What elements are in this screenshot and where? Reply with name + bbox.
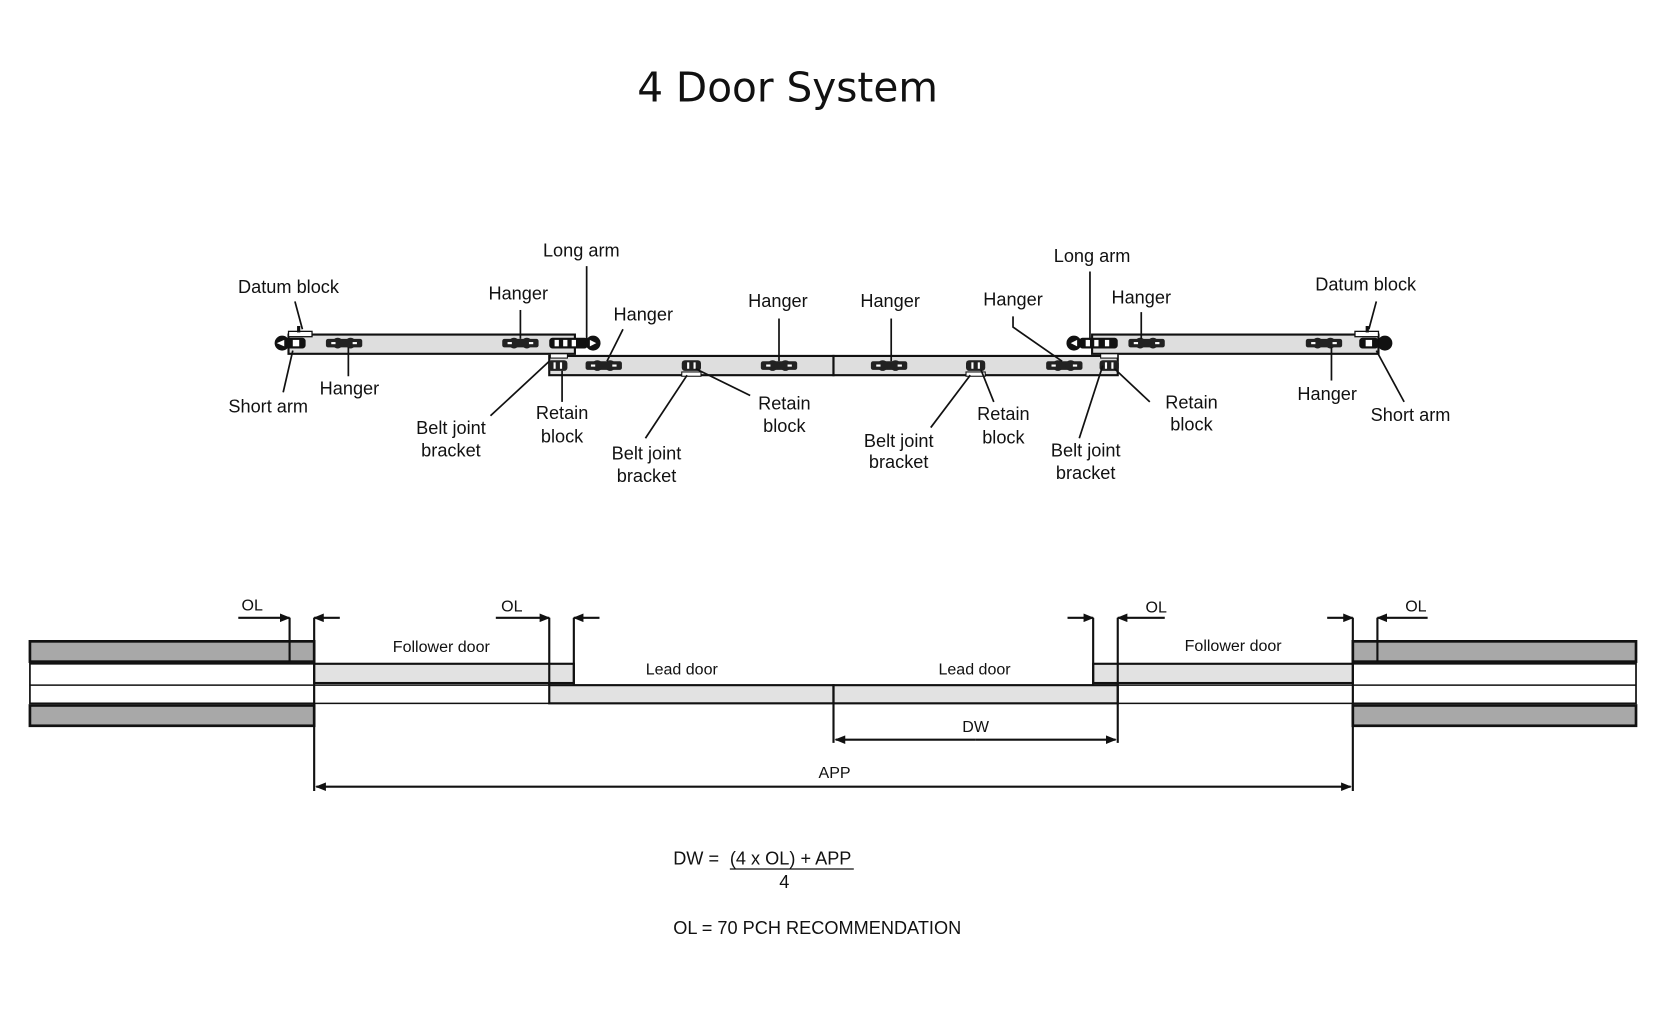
label-lead-door-right: Lead door xyxy=(938,660,1011,678)
belt-joint-bracket-icon xyxy=(1100,353,1119,359)
datum-block-left-icon xyxy=(287,326,313,338)
label-short-arm-left: Short arm xyxy=(228,397,308,417)
wall-right-bottom xyxy=(1351,704,1638,728)
label-hanger: Hanger xyxy=(860,291,920,311)
label-long-arm-right: Long arm xyxy=(1054,246,1131,266)
label-belt-joint-line1: Belt joint xyxy=(612,444,682,464)
label-hanger: Hanger xyxy=(614,305,674,325)
lead-door-right xyxy=(832,684,1119,705)
long-arm-right-icon xyxy=(1066,335,1118,351)
wall-left-top xyxy=(28,639,316,663)
label-datum-block-left: Datum block xyxy=(238,277,340,297)
page-title: 4 Door System xyxy=(637,64,938,112)
label-hanger: Hanger xyxy=(488,283,548,303)
label-dw: DW xyxy=(962,718,990,736)
datum-block-right-icon xyxy=(1354,326,1380,338)
label-hanger: Hanger xyxy=(1297,384,1357,404)
hanger-icon xyxy=(585,360,622,371)
label-retain-block-line2: block xyxy=(1170,415,1213,435)
label-retain-block-line2: block xyxy=(763,416,806,436)
label-long-arm-left: Long arm xyxy=(543,241,620,261)
label-belt-joint-line1: Belt joint xyxy=(416,418,486,438)
wall-left-bottom xyxy=(28,704,316,728)
label-ol: OL xyxy=(501,597,522,615)
retain-block-icon xyxy=(548,360,568,371)
label-hanger: Hanger xyxy=(748,291,808,311)
label-ol: OL xyxy=(1405,597,1426,615)
belt-joint-bracket-icon xyxy=(681,371,702,377)
lead-door-left xyxy=(548,684,835,705)
formula: DW = (4 x OL) + APP 4 OL = 70 PCH RECOMM… xyxy=(673,849,961,938)
hanger-icon xyxy=(1305,337,1343,349)
hanger-icon xyxy=(502,337,539,349)
hanger-icon xyxy=(1128,337,1165,349)
label-short-arm-right: Short arm xyxy=(1371,405,1451,425)
label-hanger: Hanger xyxy=(1111,288,1171,308)
label-belt-joint-line2: bracket xyxy=(617,466,677,486)
long-arm-left-icon xyxy=(549,335,601,351)
label-app: APP xyxy=(819,764,851,782)
formula-denominator: 4 xyxy=(779,872,789,892)
retain-block-icon xyxy=(966,360,986,371)
hanger-icon xyxy=(325,337,363,349)
label-datum-block-right: Datum block xyxy=(1315,275,1417,295)
label-hanger: Hanger xyxy=(983,290,1043,310)
label-retain-block-line1: Retain xyxy=(1165,392,1217,412)
follower-door-left xyxy=(313,662,575,685)
label-belt-joint-line1: Belt joint xyxy=(1051,440,1121,460)
label-belt-joint-line2: bracket xyxy=(421,440,481,460)
label-belt-joint-line1: Belt joint xyxy=(864,431,934,451)
belt-joint-bracket-icon xyxy=(965,371,986,377)
label-lead-door-left: Lead door xyxy=(646,660,719,678)
short-arm-right-icon xyxy=(1359,335,1393,351)
label-retain-block-line2: block xyxy=(982,428,1025,448)
label-retain-block-line2: block xyxy=(541,427,584,447)
label-belt-joint-line2: bracket xyxy=(1056,463,1116,483)
formula-lhs: DW = xyxy=(673,849,724,869)
formula-numerator: (4 x OL) + APP xyxy=(730,849,852,869)
label-ol: OL xyxy=(242,596,263,614)
label-retain-block-line1: Retain xyxy=(536,403,588,423)
hanger-icon xyxy=(1046,360,1083,371)
follower-door-right xyxy=(1092,662,1354,685)
belt-joint-bracket-icon xyxy=(549,353,568,359)
hanger-icon xyxy=(870,360,908,371)
short-arm-left-icon xyxy=(274,335,306,351)
wall-right-top xyxy=(1351,639,1638,663)
label-retain-block-line1: Retain xyxy=(758,393,810,413)
label-ol: OL xyxy=(1146,598,1167,616)
track-elevation: Datum block Long arm Hanger Hanger Hange… xyxy=(228,241,1450,487)
plan-view: OL OL OL OL Follower door Follower door … xyxy=(28,596,1638,791)
hanger-icon xyxy=(760,360,798,371)
label-follower-door-left: Follower door xyxy=(393,638,491,656)
label-hanger: Hanger xyxy=(320,378,380,398)
label-follower-door-right: Follower door xyxy=(1185,637,1283,655)
label-retain-block-line1: Retain xyxy=(977,404,1029,424)
ol-recommendation: OL = 70 PCH RECOMMENDATION xyxy=(673,918,961,938)
label-belt-joint-line2: bracket xyxy=(869,452,929,472)
